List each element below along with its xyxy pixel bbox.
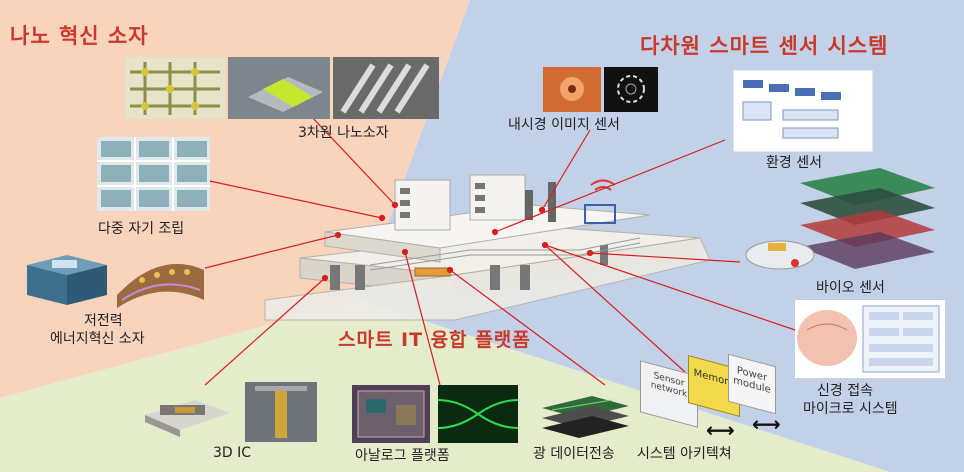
nano3d-lattice-image bbox=[125, 57, 225, 119]
ic3d-package-image bbox=[145, 400, 230, 437]
neural-interface-image bbox=[795, 300, 945, 378]
nano-region-title: 나노 혁신 소자 bbox=[10, 24, 149, 48]
neural-label-line2: 마이크로 시스템 bbox=[803, 401, 898, 417]
self-assembly-label: 다중 자기 조립 bbox=[98, 221, 185, 237]
center-platform-title: 스마트 IT 융합 플랫폼 bbox=[338, 329, 531, 351]
endoscope-tissue-image bbox=[543, 67, 601, 112]
sensor-network-module-label: Sensor network bbox=[650, 370, 688, 400]
ic3d-tsv-image bbox=[245, 382, 317, 442]
analog-label: 아날로그 플랫폼 bbox=[355, 448, 450, 464]
optical-label: 광 데이터전송 bbox=[533, 446, 615, 462]
bio-sensor-label: 바이오 센서 bbox=[816, 280, 885, 296]
environment-sensor-label: 환경 센서 bbox=[766, 155, 822, 171]
nano3d-fin-image bbox=[228, 57, 330, 119]
optical-transmission-image bbox=[542, 396, 629, 438]
nano3d-label: 3차원 나노소자 bbox=[298, 125, 389, 141]
self-assembly-pattern-grid bbox=[97, 137, 210, 211]
analog-chip-die-image bbox=[352, 385, 430, 443]
bio-sensor-layered-chip-image bbox=[745, 168, 935, 270]
endoscope-label: 내시경 이미지 센서 bbox=[508, 117, 620, 133]
sensor-region-title: 다차원 스마트 센서 시스템 bbox=[640, 34, 889, 58]
analog-eye-diagram-image bbox=[438, 385, 518, 443]
environment-sensor-block-diagram bbox=[733, 70, 873, 152]
nano3d-nanowire-image bbox=[333, 57, 439, 119]
ic3d-label: 3D IC bbox=[213, 445, 252, 461]
low-power-transistor-image bbox=[27, 255, 107, 305]
low-power-label-line2: 에너지혁신 소자 bbox=[50, 331, 145, 347]
low-power-flex-device-image bbox=[117, 263, 204, 308]
neural-label-line1: 신경 접속 bbox=[817, 383, 873, 399]
tier2-front bbox=[324, 231, 441, 263]
low-power-label-line1: 저전력 bbox=[84, 313, 123, 329]
system-architecture-label: 시스템 아키텍쳐 bbox=[637, 446, 732, 462]
bidirectional-arrow-icon-2: ⟷ bbox=[752, 412, 781, 436]
power-module-label: Power module bbox=[733, 364, 771, 397]
bidirectional-arrow-icon: ⟷ bbox=[706, 418, 735, 442]
endoscope-ultrasound-image bbox=[604, 67, 658, 112]
